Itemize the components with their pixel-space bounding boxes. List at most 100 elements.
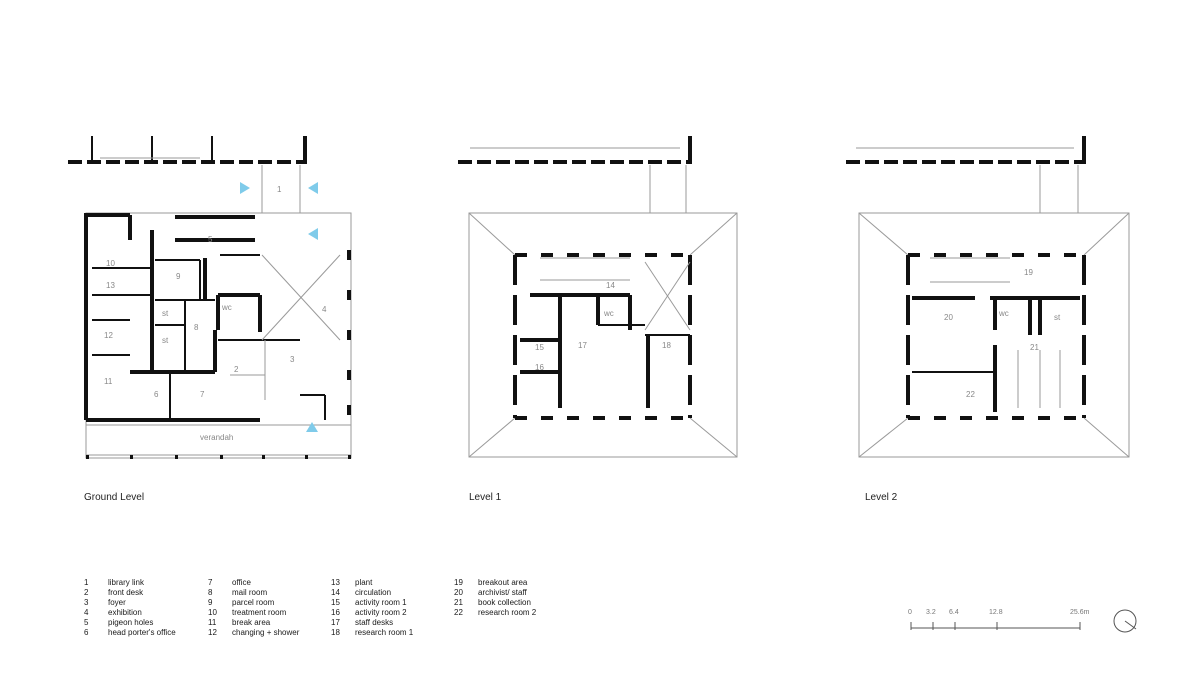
legend-number: 17	[331, 618, 340, 627]
legend-number: 12	[208, 628, 217, 637]
legend-number: 15	[331, 598, 340, 607]
room-12-label: 12	[104, 331, 113, 340]
scale-bar: 0 3.2 6.4 12.8 25.6m	[908, 609, 1090, 630]
room-2-label: 2	[234, 365, 239, 374]
scale-tick-2: 6.4	[949, 609, 959, 616]
store-l2-label: st	[1054, 313, 1061, 322]
scale-tick-3: 12.8	[989, 609, 1003, 616]
legend-label: archivist/ staff	[478, 588, 527, 597]
legend-label: book collection	[478, 598, 531, 607]
store-ground-label-1: st	[162, 309, 169, 318]
legend-number: 10	[208, 608, 217, 617]
legend-item: 1 library link	[84, 578, 176, 588]
legend-label: plant	[355, 578, 373, 587]
legend-number: 5	[84, 618, 89, 627]
scale-tick-4: 25.6m	[1070, 609, 1090, 616]
legend-number: 16	[331, 608, 340, 617]
legend-item: 16 activity room 2	[331, 608, 413, 618]
level-2-plan: 19 20 21 22 wc st	[846, 136, 1130, 458]
room-1-label: 1	[277, 185, 282, 194]
level-2-title: Level 2	[865, 492, 898, 503]
legend-item: 5 pigeon holes	[84, 618, 176, 628]
legend-number: 22	[454, 608, 463, 617]
wc-l2-label: wc	[998, 309, 1009, 318]
legend-label: office	[232, 578, 251, 587]
room-6-label: 6	[154, 390, 159, 399]
legend-number: 11	[208, 618, 217, 627]
legend-label: circulation	[355, 588, 392, 597]
room-19-label: 19	[1024, 268, 1033, 277]
legend-label: research room 1	[355, 628, 414, 637]
room-7-label: 7	[200, 390, 205, 399]
legend-label: foyer	[108, 598, 126, 607]
room-16-label: 16	[535, 363, 544, 372]
room-22-label: 22	[966, 390, 975, 399]
room-5-label: 5	[208, 235, 213, 244]
room-21-label: 21	[1030, 343, 1039, 352]
room-15-label: 15	[535, 343, 544, 352]
legend-number: 9	[208, 598, 213, 607]
legend-item: 8 mail room	[208, 588, 299, 598]
legend-label: research room 2	[478, 608, 537, 617]
legend-number: 20	[454, 588, 463, 597]
room-20-label: 20	[944, 313, 953, 322]
legend-number: 8	[208, 588, 213, 597]
room-8-label: 8	[194, 323, 199, 332]
legend-label: activity room 2	[355, 608, 407, 617]
ground-level-plan: 1 2 3 4 5 6 7 8 9 10 11 12 13 wc st st v…	[68, 136, 352, 459]
legend-item: 21 book collection	[454, 598, 536, 608]
scale-tick-0: 0	[908, 609, 912, 616]
room-3-label: 3	[290, 355, 295, 364]
room-11-label: 11	[104, 377, 113, 386]
legend-label: head porter's office	[108, 628, 176, 637]
legend-item: 7 office	[208, 578, 299, 588]
legend-label: mail room	[232, 588, 268, 597]
legend-label: changing + shower	[232, 628, 300, 637]
legend-label: library link	[108, 578, 145, 587]
room-17-label: 17	[578, 341, 587, 350]
level-1-title: Level 1	[469, 492, 502, 503]
room-18-label: 18	[662, 341, 671, 350]
legend-label: pigeon holes	[108, 618, 154, 627]
legend-number: 3	[84, 598, 89, 607]
legend-item: 18 research room 1	[331, 628, 413, 638]
legend-label: treatment room	[232, 608, 287, 617]
legend-label: break area	[232, 618, 271, 627]
room-13-label: 13	[106, 281, 115, 290]
legend-number: 14	[331, 588, 340, 597]
legend-number: 1	[84, 578, 89, 587]
legend-item: 22 research room 2	[454, 608, 536, 618]
legend-label: front desk	[108, 588, 144, 597]
legend-number: 21	[454, 598, 463, 607]
legend-item: 3 foyer	[84, 598, 176, 608]
verandah-label: verandah	[200, 433, 233, 442]
legend-number: 18	[331, 628, 340, 637]
legend-number: 4	[84, 608, 89, 617]
legend-label: staff desks	[355, 618, 394, 627]
wc-l1-label: wc	[603, 309, 614, 318]
store-ground-label-2: st	[162, 336, 169, 345]
legend-number: 7	[208, 578, 213, 587]
legend-item: 10 treatment room	[208, 608, 299, 618]
level-1-plan: 14 15 16 17 18 wc	[458, 136, 738, 458]
legend-item: 17 staff desks	[331, 618, 413, 628]
legend-item: 12 changing + shower	[208, 628, 299, 638]
room-9-label: 9	[176, 272, 181, 281]
legend-number: 2	[84, 588, 89, 597]
scale-tick-1: 3.2	[926, 609, 936, 616]
wc-ground-label: wc	[221, 303, 232, 312]
legend-item: 2 front desk	[84, 588, 176, 598]
legend-label: breakout area	[478, 578, 528, 587]
verandah-columns	[86, 455, 351, 459]
room-10-label: 10	[106, 259, 115, 268]
